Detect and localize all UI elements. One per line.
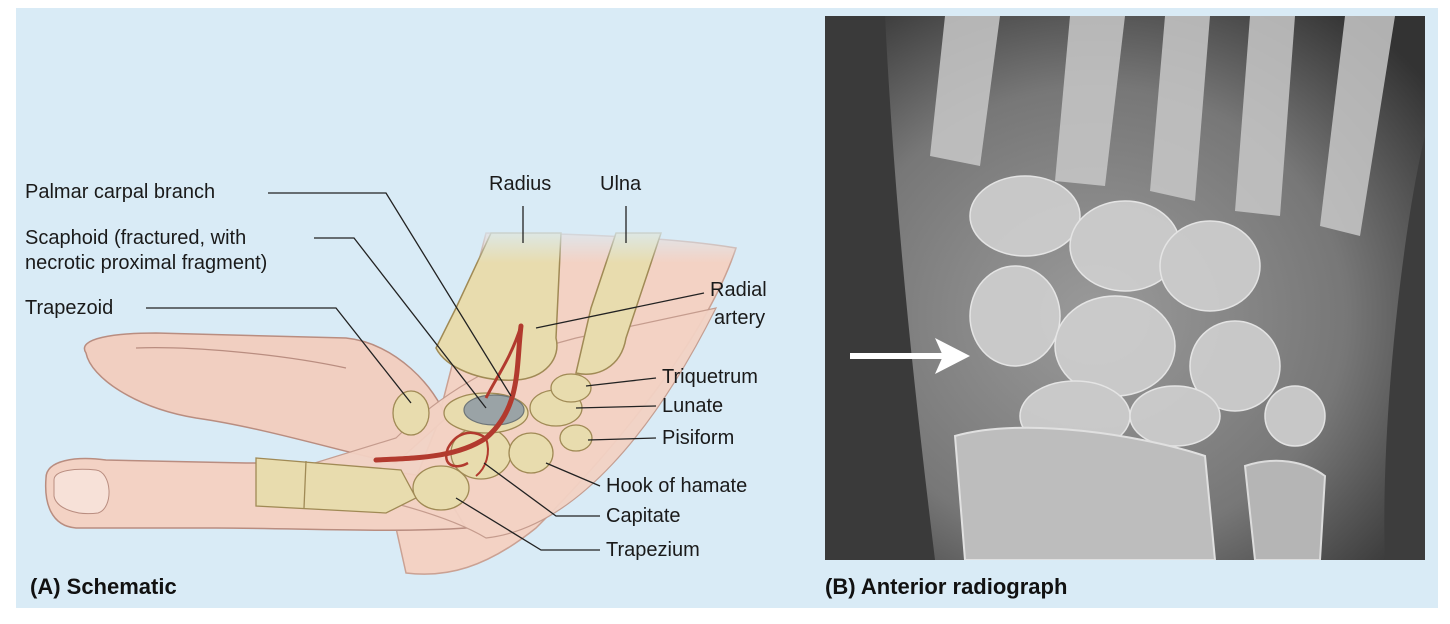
leader-radial-artery	[535, 292, 705, 329]
label-capitate: Capitate	[606, 505, 681, 527]
label-radial-artery-line1: Radial	[710, 279, 767, 301]
radiograph-drawing	[825, 16, 1425, 560]
caption-panel-a: (A) Schematic	[30, 574, 177, 599]
label-scaphoid-line2: necrotic proximal fragment)	[25, 252, 268, 274]
radial-artery	[373, 323, 524, 463]
trapezium-bone	[412, 465, 470, 511]
label-triquetrum: Triquetrum	[662, 366, 758, 388]
fracture-arrow	[850, 338, 970, 374]
leader-trapezium	[455, 497, 600, 551]
thumb-bones	[255, 457, 417, 514]
leader-capitate	[483, 462, 600, 517]
label-ulna: Ulna	[600, 173, 642, 195]
wrist-schematic-illustration	[44, 192, 756, 575]
leader-pisiform	[587, 437, 657, 441]
leader-palmar-carpal-branch	[268, 192, 512, 397]
leader-hook-of-hamate	[545, 462, 601, 487]
label-trapezoid: Trapezoid	[25, 297, 114, 319]
trapezoid-bone	[392, 390, 430, 436]
leader-scaphoid	[314, 237, 487, 409]
leader-trapezoid	[146, 307, 412, 404]
triquetrum-bone	[550, 373, 592, 403]
hamate-bone	[508, 432, 554, 474]
leader-triquetrum	[585, 377, 657, 387]
label-trapezium: Trapezium	[606, 539, 700, 561]
figure-panel: Palmar carpal branch Scaphoid (fractured…	[16, 8, 1438, 608]
label-palmar-carpal-branch: Palmar carpal branch	[25, 181, 216, 203]
label-pisiform: Pisiform	[662, 427, 735, 449]
caption-panel-b: (B) Anterior radiograph	[825, 574, 1068, 599]
label-hook-of-hamate: Hook of hamate	[606, 475, 748, 497]
label-radial-artery-line2: artery	[714, 307, 766, 329]
label-lunate: Lunate	[662, 395, 724, 417]
anterior-radiograph-image	[825, 16, 1425, 560]
pisiform-bone	[559, 424, 593, 452]
leader-lunate	[575, 405, 657, 409]
label-scaphoid-line1: Scaphoid (fractured, with	[25, 227, 247, 249]
label-radius: Radius	[489, 173, 552, 195]
ulna-bone	[575, 232, 663, 375]
scaphoid-necrotic-fragment	[463, 394, 525, 426]
